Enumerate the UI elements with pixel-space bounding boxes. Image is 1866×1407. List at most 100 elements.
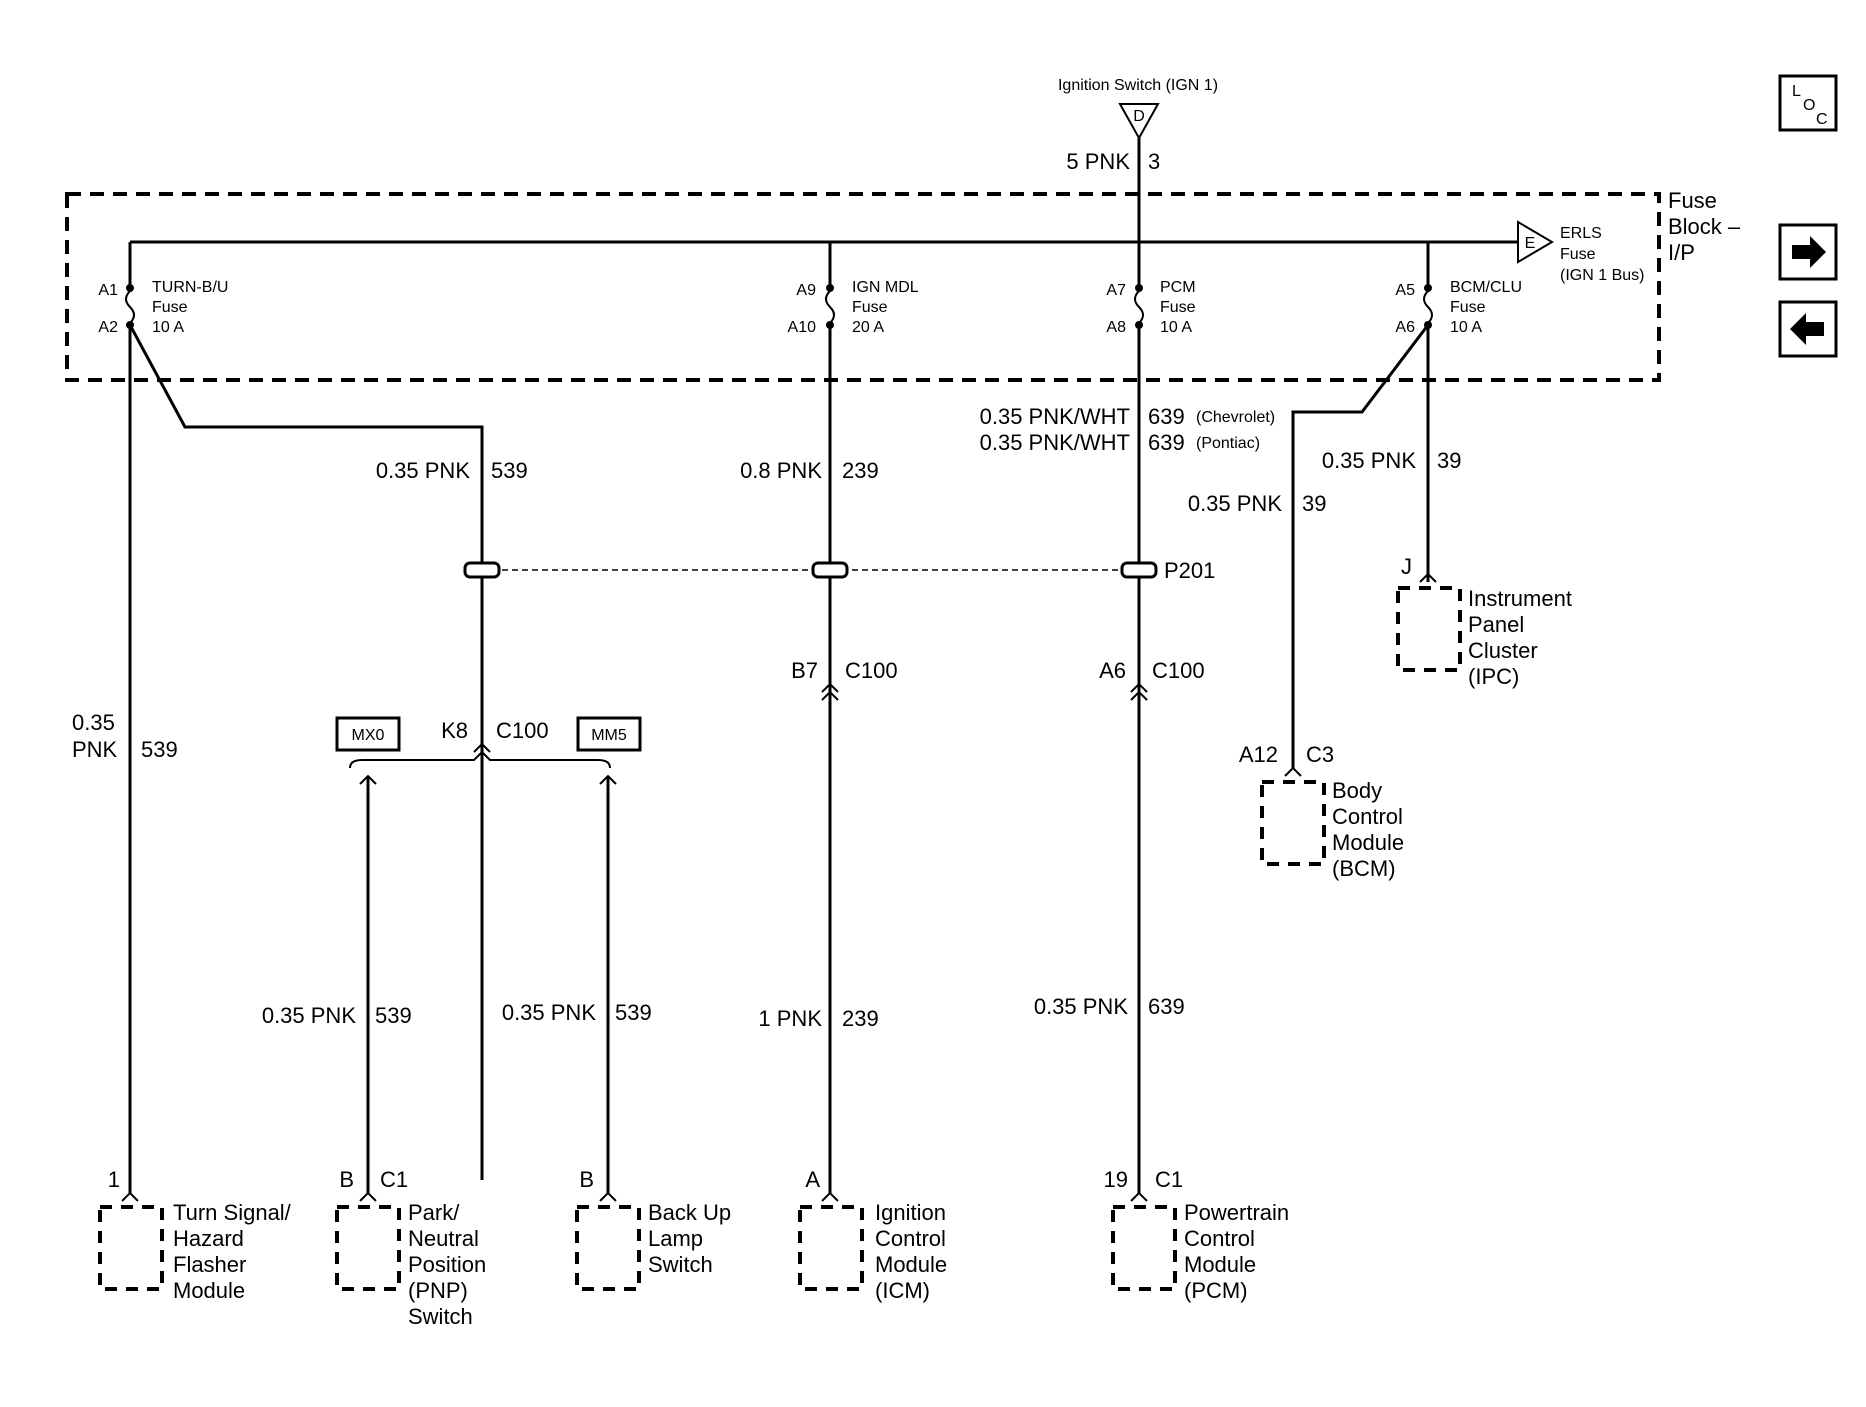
pin-icon xyxy=(599,1191,617,1202)
wire-label-539-flasher-color: PNK xyxy=(72,737,118,762)
erls-terminal-icon: E xyxy=(1517,220,1554,264)
option-mx0-badge: MX0 xyxy=(335,716,401,752)
wire-note-chevrolet: (Chevrolet) xyxy=(1196,409,1275,426)
pin-icon xyxy=(821,1191,839,1202)
backup-name-3: Switch xyxy=(648,1252,713,1277)
svg-text:C: C xyxy=(1816,111,1828,128)
icm-name-2: Control xyxy=(875,1226,946,1251)
wire-label-639-pont: 0.35 PNK/WHT xyxy=(980,430,1130,455)
loc-button[interactable]: L O C xyxy=(1778,74,1838,132)
svg-text:IGN MDL: IGN MDL xyxy=(852,279,919,296)
flasher-name-2: Hazard xyxy=(173,1226,244,1251)
wire-label-539-upper: 0.35 PNK xyxy=(376,458,470,483)
fuse-block-title-2: Block – xyxy=(1668,214,1741,239)
pnp-name-1: Park/ xyxy=(408,1200,460,1225)
pcm-pin-label: 19 xyxy=(1104,1167,1128,1192)
connector-k8-pin: K8 xyxy=(441,718,468,743)
ipc-name-3: Cluster xyxy=(1468,638,1538,663)
wire-circuit-539-flasher: 539 xyxy=(141,737,178,762)
connector-b7-pin: B7 xyxy=(791,658,818,683)
svg-text:PCM: PCM xyxy=(1160,279,1196,296)
wire-circuit-39-bcm: 39 xyxy=(1302,491,1326,516)
svg-text:20 A: 20 A xyxy=(852,319,884,336)
pcm-conn-label: C1 xyxy=(1155,1167,1183,1192)
wire-label-pnp: 0.35 PNK xyxy=(262,1003,356,1028)
pcm-name-2: Control xyxy=(1184,1226,1255,1251)
wire-note-pontiac: (Pontiac) xyxy=(1196,435,1260,452)
flasher-name-1: Turn Signal/ xyxy=(173,1200,292,1225)
pnp-name-3: Position xyxy=(408,1252,486,1277)
wire-circuit-639-pont: 639 xyxy=(1148,430,1185,455)
svg-text:Fuse: Fuse xyxy=(852,299,888,316)
wire-label-639-chev: 0.35 PNK/WHT xyxy=(980,404,1130,429)
wire-circuit-pnp: 539 xyxy=(375,1003,412,1028)
icm-name-3: Module xyxy=(875,1252,947,1277)
svg-text:MX0: MX0 xyxy=(352,727,385,744)
pin-icon xyxy=(1284,766,1302,777)
option-branch xyxy=(349,750,611,769)
connector-a6-c100: C100 xyxy=(1152,658,1205,683)
arrow-up-icon xyxy=(359,774,377,785)
svg-text:A9: A9 xyxy=(796,282,816,299)
pin-icon xyxy=(1130,1191,1148,1202)
svg-text:Fuse: Fuse xyxy=(152,299,188,316)
connector-k8-icon xyxy=(473,742,491,753)
bcm-name-2: Control xyxy=(1332,804,1403,829)
ignition-terminal-icon: D xyxy=(1118,103,1160,141)
pnp-name-5: Switch xyxy=(408,1304,473,1329)
bcm-component-box xyxy=(1260,780,1326,866)
circuit-39-bcm xyxy=(1291,324,1430,768)
wire-label-39-ipc: 0.35 PNK xyxy=(1322,448,1416,473)
wire-label-pcm: 0.35 PNK xyxy=(1034,994,1128,1019)
pin-icon xyxy=(359,1191,377,1202)
connector-a6-icon xyxy=(1130,682,1148,701)
svg-text:BCM/CLU: BCM/CLU xyxy=(1450,279,1522,296)
wire-circuit-icm: 239 xyxy=(842,1006,879,1031)
wire-label-39-bcm: 0.35 PNK xyxy=(1188,491,1282,516)
bcm-conn-label: C3 xyxy=(1306,742,1334,767)
wire-circuit-639-chev: 639 xyxy=(1148,404,1185,429)
svg-text:L: L xyxy=(1792,83,1801,100)
flasher-name-4: Module xyxy=(173,1278,245,1303)
fuse-pcm: A7 A8 PCM Fuse 10 A xyxy=(1106,242,1196,336)
ipc-name-1: Instrument xyxy=(1468,586,1572,611)
connector-k8-c100: C100 xyxy=(496,718,549,743)
fuse-block-title-3: I/P xyxy=(1668,240,1695,265)
ipc-component-box xyxy=(1396,586,1462,672)
pnp-pin-label: B xyxy=(339,1167,354,1192)
back-arrow-icon xyxy=(1790,313,1824,345)
fuse-turn-bu: A1 A2 TURN-B/U Fuse 10 A xyxy=(98,242,228,336)
svg-text:A5: A5 xyxy=(1395,282,1415,299)
icm-component-box xyxy=(798,1205,864,1291)
arrow-up-icon xyxy=(599,774,617,785)
erls-label-1: ERLS xyxy=(1560,225,1602,242)
pin-icon xyxy=(121,1191,139,1202)
connector-b7-c100: C100 xyxy=(845,658,898,683)
bcm-name-1: Body xyxy=(1332,778,1382,803)
wire-label-backup: 0.35 PNK xyxy=(502,1000,596,1025)
bcm-pin-label: A12 xyxy=(1239,742,1278,767)
wire-circuit-backup: 539 xyxy=(615,1000,652,1025)
wire-circuit-239-upper: 239 xyxy=(842,458,879,483)
wire-label-icm: 1 PNK xyxy=(758,1006,822,1031)
back-button[interactable] xyxy=(1778,300,1838,358)
pcm-component-box xyxy=(1111,1205,1177,1291)
ipc-name-2: Panel xyxy=(1468,612,1524,637)
svg-text:O: O xyxy=(1803,97,1815,114)
forward-button[interactable] xyxy=(1778,223,1838,281)
flasher-pin-label: 1 xyxy=(108,1167,120,1192)
icm-pin-label: A xyxy=(805,1167,820,1192)
svg-text:10 A: 10 A xyxy=(1160,319,1192,336)
svg-text:D: D xyxy=(1133,108,1145,125)
icm-name-1: Ignition xyxy=(875,1200,946,1225)
flasher-name-3: Flasher xyxy=(173,1252,246,1277)
ipc-name-4: (IPC) xyxy=(1468,664,1519,689)
source-wire-label: 5 PNK xyxy=(1066,149,1130,174)
source-circuit-label: 3 xyxy=(1148,149,1160,174)
svg-text:E: E xyxy=(1525,235,1536,252)
fuse-bcm-clu: A5 A6 BCM/CLU Fuse 10 A xyxy=(1395,242,1522,336)
pnp-name-4: (PNP) xyxy=(408,1278,468,1303)
pcm-name-3: Module xyxy=(1184,1252,1256,1277)
fuse-ign-mdl: A9 A10 IGN MDL Fuse 20 A xyxy=(788,242,919,336)
